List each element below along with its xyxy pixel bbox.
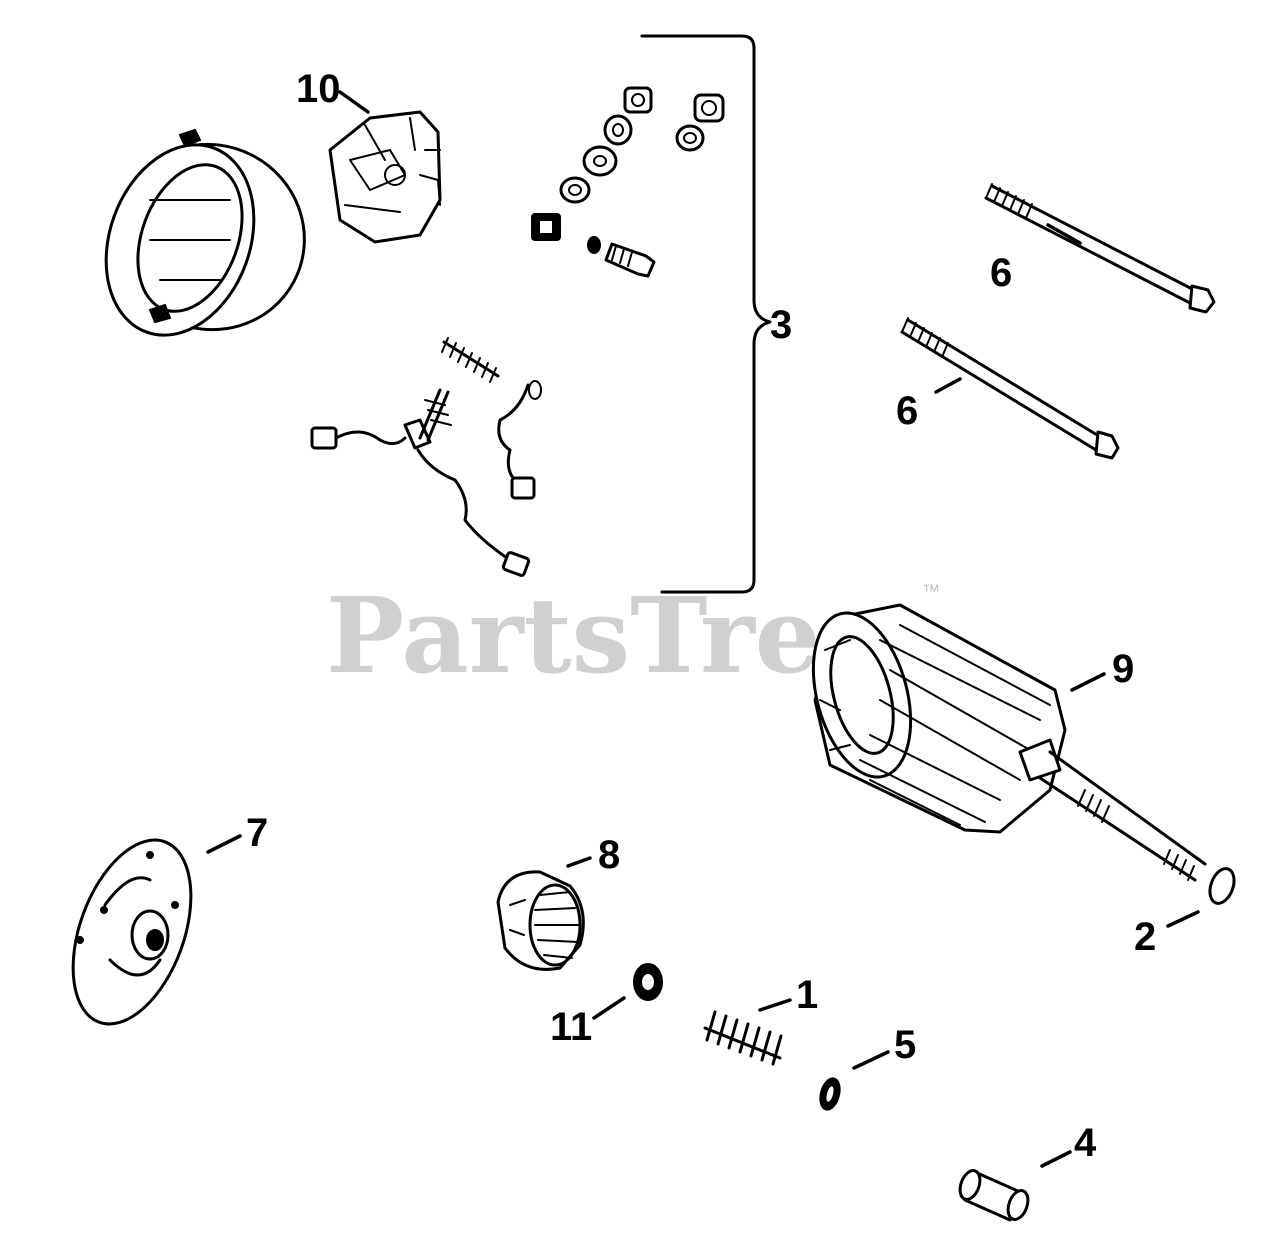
callout-1: 1 [796, 973, 818, 1017]
part-field-frame[interactable] [81, 111, 337, 363]
watermark-text: PartsTree [326, 574, 887, 697]
leader-8 [566, 856, 592, 868]
part-bushing[interactable] [633, 963, 663, 1001]
part-brush-spring[interactable] [441, 337, 500, 383]
part-lock-washer[interactable] [817, 1076, 843, 1112]
part-drive-pinion[interactable] [496, 870, 585, 971]
part-through-bolt-lower[interactable] [900, 317, 1120, 460]
callout-6-lower: 6 [896, 389, 918, 433]
callout-10: 10 [296, 67, 341, 111]
callout-7: 7 [246, 811, 268, 855]
bracket-kit [640, 34, 772, 594]
part-through-bolt-upper[interactable] [984, 183, 1216, 314]
callout-8: 8 [598, 833, 620, 877]
leader-4 [1040, 1150, 1072, 1168]
part-armature[interactable] [797, 602, 1207, 882]
part-brush-leads[interactable] [310, 380, 542, 577]
leader-6a [1046, 223, 1082, 245]
callout-11: 11 [550, 1005, 592, 1049]
leader-7 [206, 834, 242, 854]
callout-9: 9 [1112, 647, 1134, 691]
callout-2: 2 [1134, 915, 1156, 959]
leader-5 [852, 1050, 890, 1070]
callout-5: 5 [894, 1023, 916, 1067]
leader-11 [592, 996, 626, 1020]
callout-4: 4 [1074, 1121, 1097, 1165]
callout-3: 3 [770, 303, 792, 347]
part-brush-holder[interactable] [328, 110, 442, 244]
callout-6-upper: 6 [990, 251, 1012, 295]
part-sleeve[interactable] [956, 1168, 1031, 1222]
leader-9 [1070, 672, 1106, 692]
part-end-plate[interactable] [50, 824, 213, 1040]
part-spring[interactable] [703, 1010, 783, 1066]
leader-10 [338, 90, 370, 114]
part-washer[interactable] [1206, 865, 1239, 906]
watermark-trademark: ™ [922, 581, 940, 601]
leader-2 [1166, 910, 1200, 928]
leader-1 [758, 998, 792, 1012]
part-hardware-kit[interactable] [531, 86, 725, 278]
leader-6b [934, 377, 962, 394]
